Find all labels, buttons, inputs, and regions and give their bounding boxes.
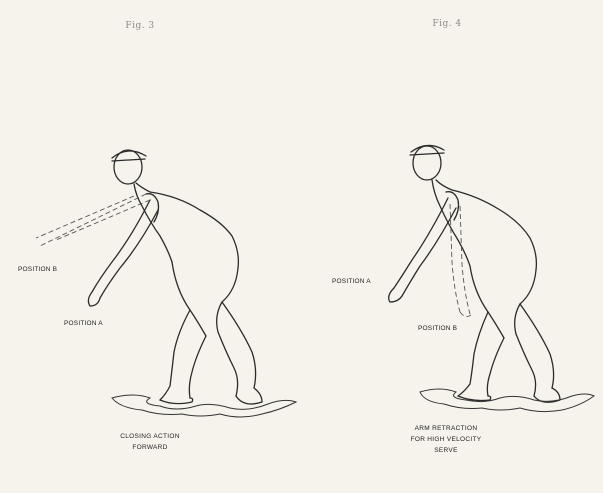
figure-4: Fig. 4 POSITION A POSITION B (332, 19, 594, 454)
figure-4-front-thigh (470, 266, 504, 338)
figure-3-hand (88, 292, 100, 306)
figure-4-ground-shadow (420, 389, 594, 412)
figure-4-title: Fig. 4 (432, 19, 461, 29)
figure-3-ground-shadow (112, 395, 296, 417)
figure-3-rear-leg (218, 332, 238, 396)
figure-3: Fig. 3 POSITION B POSITION A (18, 21, 296, 451)
figure-3-arm-lower (100, 210, 158, 298)
figure-4-arm-upper (394, 198, 448, 288)
figure-4-position-b-path (450, 204, 460, 312)
figure-3-arm-upper (92, 200, 150, 292)
figure-4-position-a-label: POSITION A (332, 278, 371, 285)
figure-3-rear-foot (236, 388, 262, 404)
figure-3-position-b-label: POSITION B (18, 266, 57, 273)
figure-3-position-b-path (40, 194, 146, 246)
figure-4-caption-line-1: ARM RETRACTION (415, 425, 478, 432)
figure-3-title: Fig. 3 (125, 21, 154, 31)
figure-3-front-foot (160, 398, 193, 404)
figure-4-caption-line-3: SERVE (434, 447, 458, 454)
figure-3-back (136, 183, 238, 268)
figure-4-front-leg (458, 312, 488, 396)
figure-4-rear-thigh (515, 270, 536, 334)
figure-3-rear-thigh (217, 268, 238, 332)
figure-3-head (114, 150, 142, 184)
figure-3-front-thigh (172, 262, 206, 336)
figure-3-position-a-label: POSITION A (64, 320, 103, 327)
figure-4-caption-line-2: FOR HIGH VELOCITY (411, 436, 482, 443)
figure-4-hand (389, 288, 402, 302)
figure-3-front-leg (160, 310, 190, 400)
figure-3-caption-line-1: CLOSING ACTION (120, 433, 179, 440)
figure-4-position-b-label: POSITION B (418, 325, 457, 332)
figure-4-rear-leg (516, 334, 536, 396)
figure-3-caption-line-2: FORWARD (132, 444, 167, 451)
figure-4-back (436, 180, 536, 270)
figure-4-head (413, 146, 441, 180)
